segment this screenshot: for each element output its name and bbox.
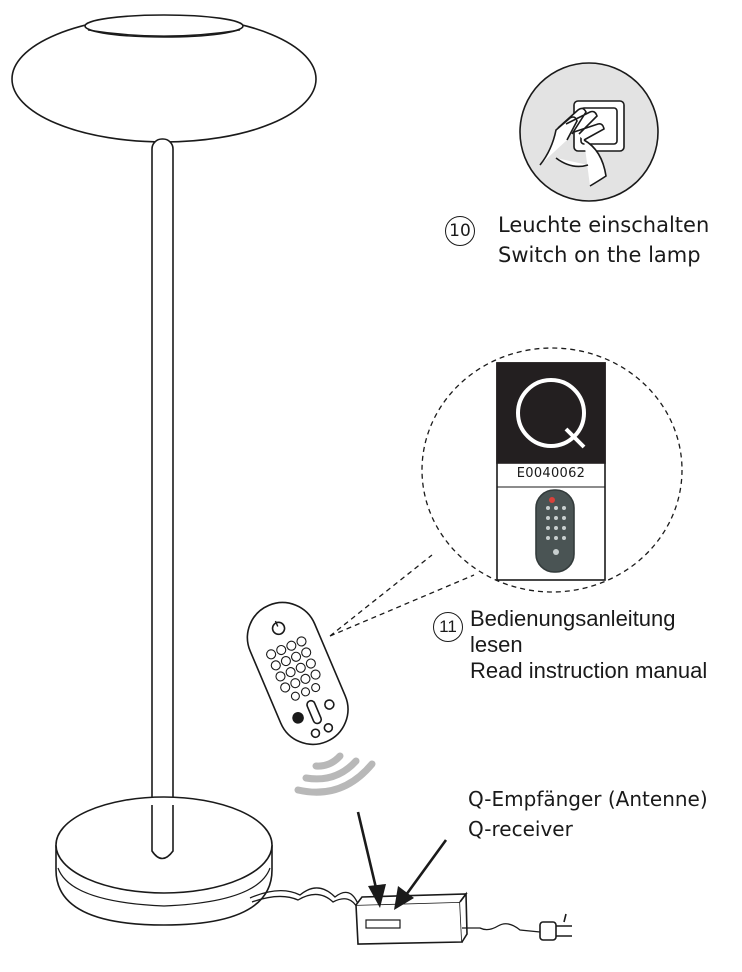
- receiver-label: Q-Empfänger (Antenne) Q-receiver: [468, 784, 708, 844]
- remote-photo: [535, 489, 575, 573]
- remote-control-icon: [246, 601, 349, 746]
- step-number-10: 10: [445, 216, 475, 246]
- signal-waves-icon: [294, 752, 376, 796]
- hand-icon: [539, 107, 607, 187]
- lamp-shade-top: [84, 14, 244, 38]
- step-11-german-line-2: lesen: [470, 632, 523, 657]
- step-11-german-line-1: Bedienungsanleitung: [470, 606, 676, 631]
- step-number-11: 11: [433, 612, 463, 642]
- floor-lamp: [11, 14, 317, 926]
- lamp-pole: [151, 138, 174, 862]
- wall-switch-icon: [519, 62, 659, 202]
- power-plug-icon: [539, 913, 572, 941]
- receiver-arrows: [356, 811, 448, 896]
- step-10-german: Leuchte einschalten: [498, 213, 710, 237]
- step-10-english: Switch on the lamp: [498, 243, 701, 267]
- q-receiver: [355, 891, 572, 945]
- instruction-manual: [496, 362, 606, 581]
- step-11-text: Bedienungsanleitung lesen Read instructi…: [470, 606, 707, 684]
- q-logo-icon: [516, 378, 586, 449]
- power-cable: [249, 887, 359, 910]
- receiver-label-english: Q-receiver: [468, 817, 573, 841]
- callout-pointer: [329, 554, 475, 637]
- step-11-english: Read instruction manual: [470, 658, 708, 683]
- step-10-text: Leuchte einschalten Switch on the lamp: [498, 210, 709, 270]
- receiver-label-german: Q-Empfänger (Antenne): [468, 787, 708, 811]
- manual-code: E0040062: [516, 466, 586, 481]
